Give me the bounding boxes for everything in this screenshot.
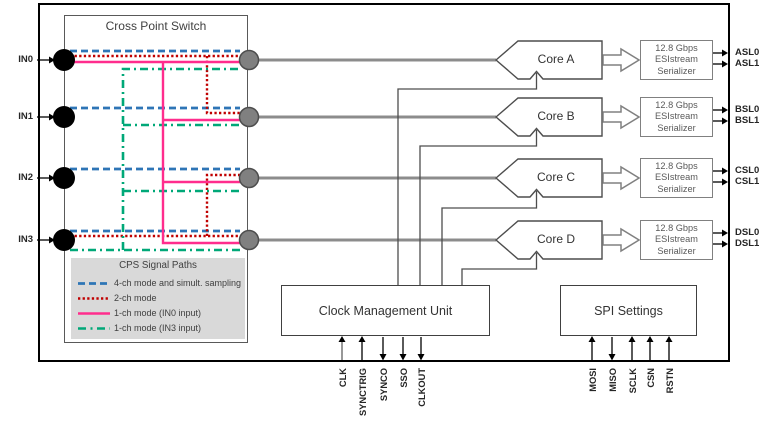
pin-label-asl1: ASL1 [735,58,760,69]
core-c-label: Core C [536,170,575,184]
serializer-box-b: 12.8 Gbps ESIstream Serializer [640,97,713,137]
pin-label-in3: IN3 [18,234,33,245]
pin-label-csl0: CSL0 [735,165,760,176]
pin-label-bsl0: BSL0 [735,104,760,115]
pin-label-in2: IN2 [18,172,33,183]
pin-label-mosi: MOSI [588,368,598,392]
pin-label-csn: CSN [646,368,656,388]
pin-label-csl1: CSL1 [735,176,760,187]
serializer-box-a: 12.8 Gbps ESIstream Serializer [640,40,713,80]
pin-label-in0: IN0 [18,54,33,65]
pin-label-clkout: CLKOUT [417,368,427,407]
cmu-title: Clock Management Unit [318,303,453,318]
pin-label-clk: CLK [338,368,348,388]
serializer-protocol: ESIstream [655,54,698,65]
serializer-rate: 12.8 Gbps [655,42,698,53]
clock-management-unit-box: Clock Management Unit [281,285,490,336]
serializer-protocol: ESIstream [655,172,698,183]
legend-item-2ch: 2-ch mode [114,292,157,303]
pin-label-dsl1: DSL1 [735,238,760,249]
chip-outline [38,3,730,362]
serializer-rate: 12.8 Gbps [655,222,698,233]
pin-label-sclk: SCLK [628,368,638,394]
serializer-protocol: ESIstream [655,111,698,122]
serializer-protocol: ESIstream [655,234,698,245]
serializer-word: Serializer [657,122,696,133]
serializer-word: Serializer [657,65,696,76]
pin-label-asl0: ASL0 [735,47,760,58]
spi-title: SPI Settings [594,303,663,318]
legend-item-1ch-in0: 1-ch mode (IN0 input) [114,307,202,318]
legend-item-1ch-in3: 1-ch mode (IN3 input) [114,322,202,333]
pin-label-dsl0: DSL0 [735,227,760,238]
spi-settings-box: SPI Settings [560,285,697,336]
serializer-rate: 12.8 Gbps [655,99,698,110]
core-b-label: Core B [537,109,575,123]
serializer-rate: 12.8 Gbps [655,160,698,171]
serializer-box-c: 12.8 Gbps ESIstream Serializer [640,158,713,198]
legend-item-4ch: 4-ch mode and simult. sampling [114,277,242,288]
pin-label-bsl1: BSL1 [735,115,760,126]
serializer-word: Serializer [657,245,696,256]
legend-title: CPS Signal Paths [119,260,197,271]
pin-label-synctrig: SYNCTRIG [358,368,368,417]
core-d-label: Core D [536,232,575,246]
core-a-label: Core A [537,52,575,66]
serializer-box-d: 12.8 Gbps ESIstream Serializer [640,220,713,260]
pin-label-miso: MISO [608,368,618,392]
pin-label-rstn: RSTN [665,368,675,394]
pin-label-synco: SYNCO [379,368,389,402]
cps-title: Cross Point Switch [105,19,207,33]
pin-label-sso: SSO [399,368,409,388]
pin-label-in1: IN1 [18,111,33,122]
serializer-word: Serializer [657,183,696,194]
